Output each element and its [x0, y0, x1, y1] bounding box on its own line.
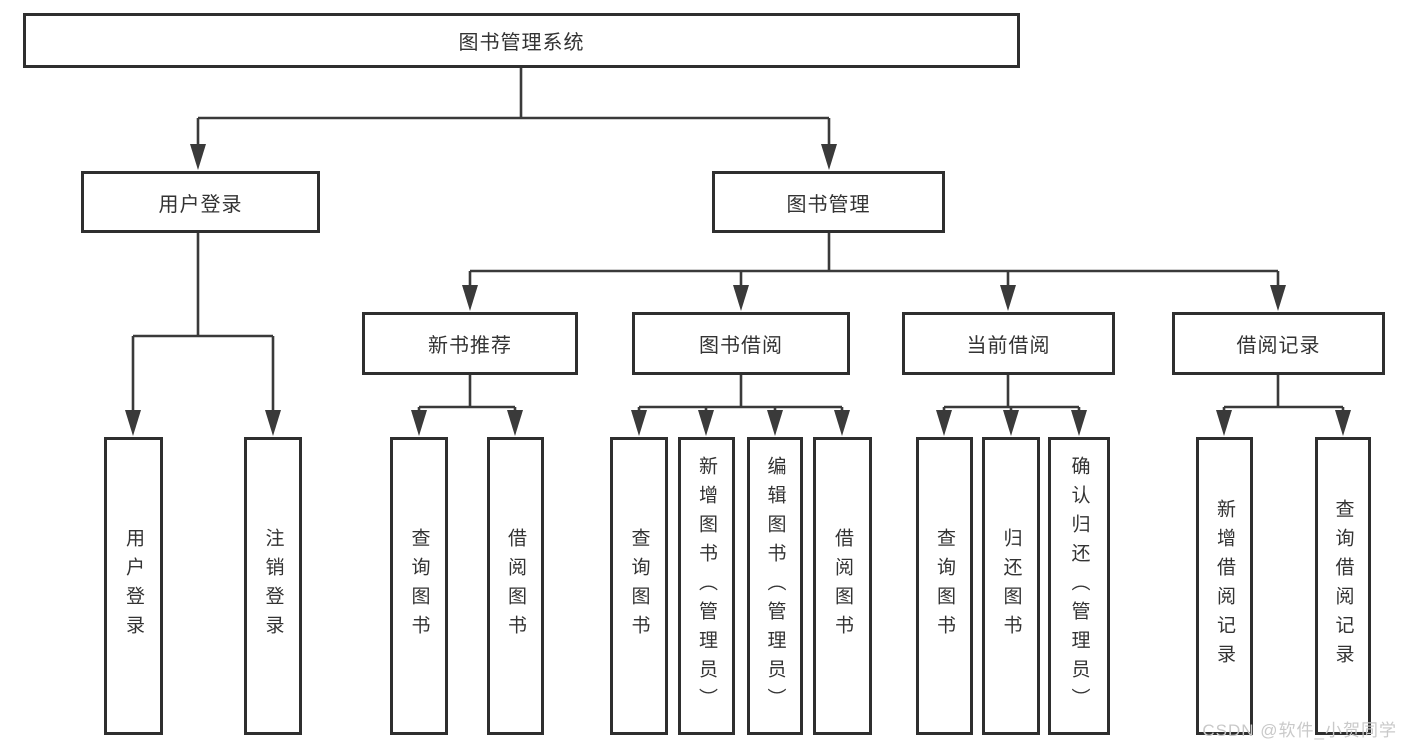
edge-current-borrow-children: [942, 375, 1081, 412]
arrowhead: [190, 144, 206, 170]
leaf-query-books-1: 查询图书: [390, 437, 448, 735]
arrowhead: [821, 144, 837, 170]
arrowhead: [834, 410, 850, 436]
leaf-query-books-3: 查询图书: [916, 437, 973, 735]
csdn-watermark: CSDN @软件_小贺同学: [1202, 721, 1397, 740]
leaf-borrow-books-1: 借阅图书: [487, 437, 544, 735]
leaf-query-books-2: 查询图书: [610, 437, 668, 735]
leaf-edit-books-admin: 编辑图书（管理员）: [747, 437, 803, 735]
node-new-book-recommend: 新书推荐: [362, 312, 578, 375]
leaf-user-login: 用户登录: [104, 437, 163, 735]
arrowhead: [462, 285, 478, 311]
arrowhead: [265, 410, 281, 436]
leaf-query-borrow-record: 查询借阅记录: [1315, 437, 1371, 735]
arrowhead: [698, 410, 714, 436]
arrowhead: [1216, 410, 1232, 436]
leaf-logout: 注销登录: [244, 437, 302, 735]
edge-borrow-records-children: [1222, 375, 1345, 412]
arrowhead: [1270, 285, 1286, 311]
arrowhead: [1000, 285, 1016, 311]
leaf-confirm-return-admin: 确认归还（管理员）: [1048, 437, 1110, 735]
node-borrow-records: 借阅记录: [1172, 312, 1385, 375]
leaf-add-books-admin: 新增图书（管理员）: [678, 437, 735, 735]
leaf-add-borrow-record: 新增借阅记录: [1196, 437, 1253, 735]
edge-root-to-level2: [196, 68, 831, 146]
arrowhead: [125, 410, 141, 436]
arrowhead: [1071, 410, 1087, 436]
leaf-borrow-books-2: 借阅图书: [813, 437, 872, 735]
node-book-borrow: 图书借阅: [632, 312, 850, 375]
edge-book-mgmt-children: [468, 233, 1280, 287]
arrowhead: [936, 410, 952, 436]
node-root: 图书管理系统: [23, 13, 1020, 68]
arrowhead: [1335, 410, 1351, 436]
leaf-return-books: 归还图书: [982, 437, 1040, 735]
edge-user-login-children: [131, 233, 275, 412]
node-current-borrow: 当前借阅: [902, 312, 1115, 375]
edge-new-book-children: [417, 375, 517, 412]
arrowhead: [767, 410, 783, 436]
node-book-management: 图书管理: [712, 171, 945, 233]
arrowhead: [507, 410, 523, 436]
arrowhead: [631, 410, 647, 436]
node-user-login: 用户登录: [81, 171, 320, 233]
arrowhead: [411, 410, 427, 436]
edge-book-borrow-children: [637, 375, 844, 412]
arrowhead: [1003, 410, 1019, 436]
arrowhead: [733, 285, 749, 311]
